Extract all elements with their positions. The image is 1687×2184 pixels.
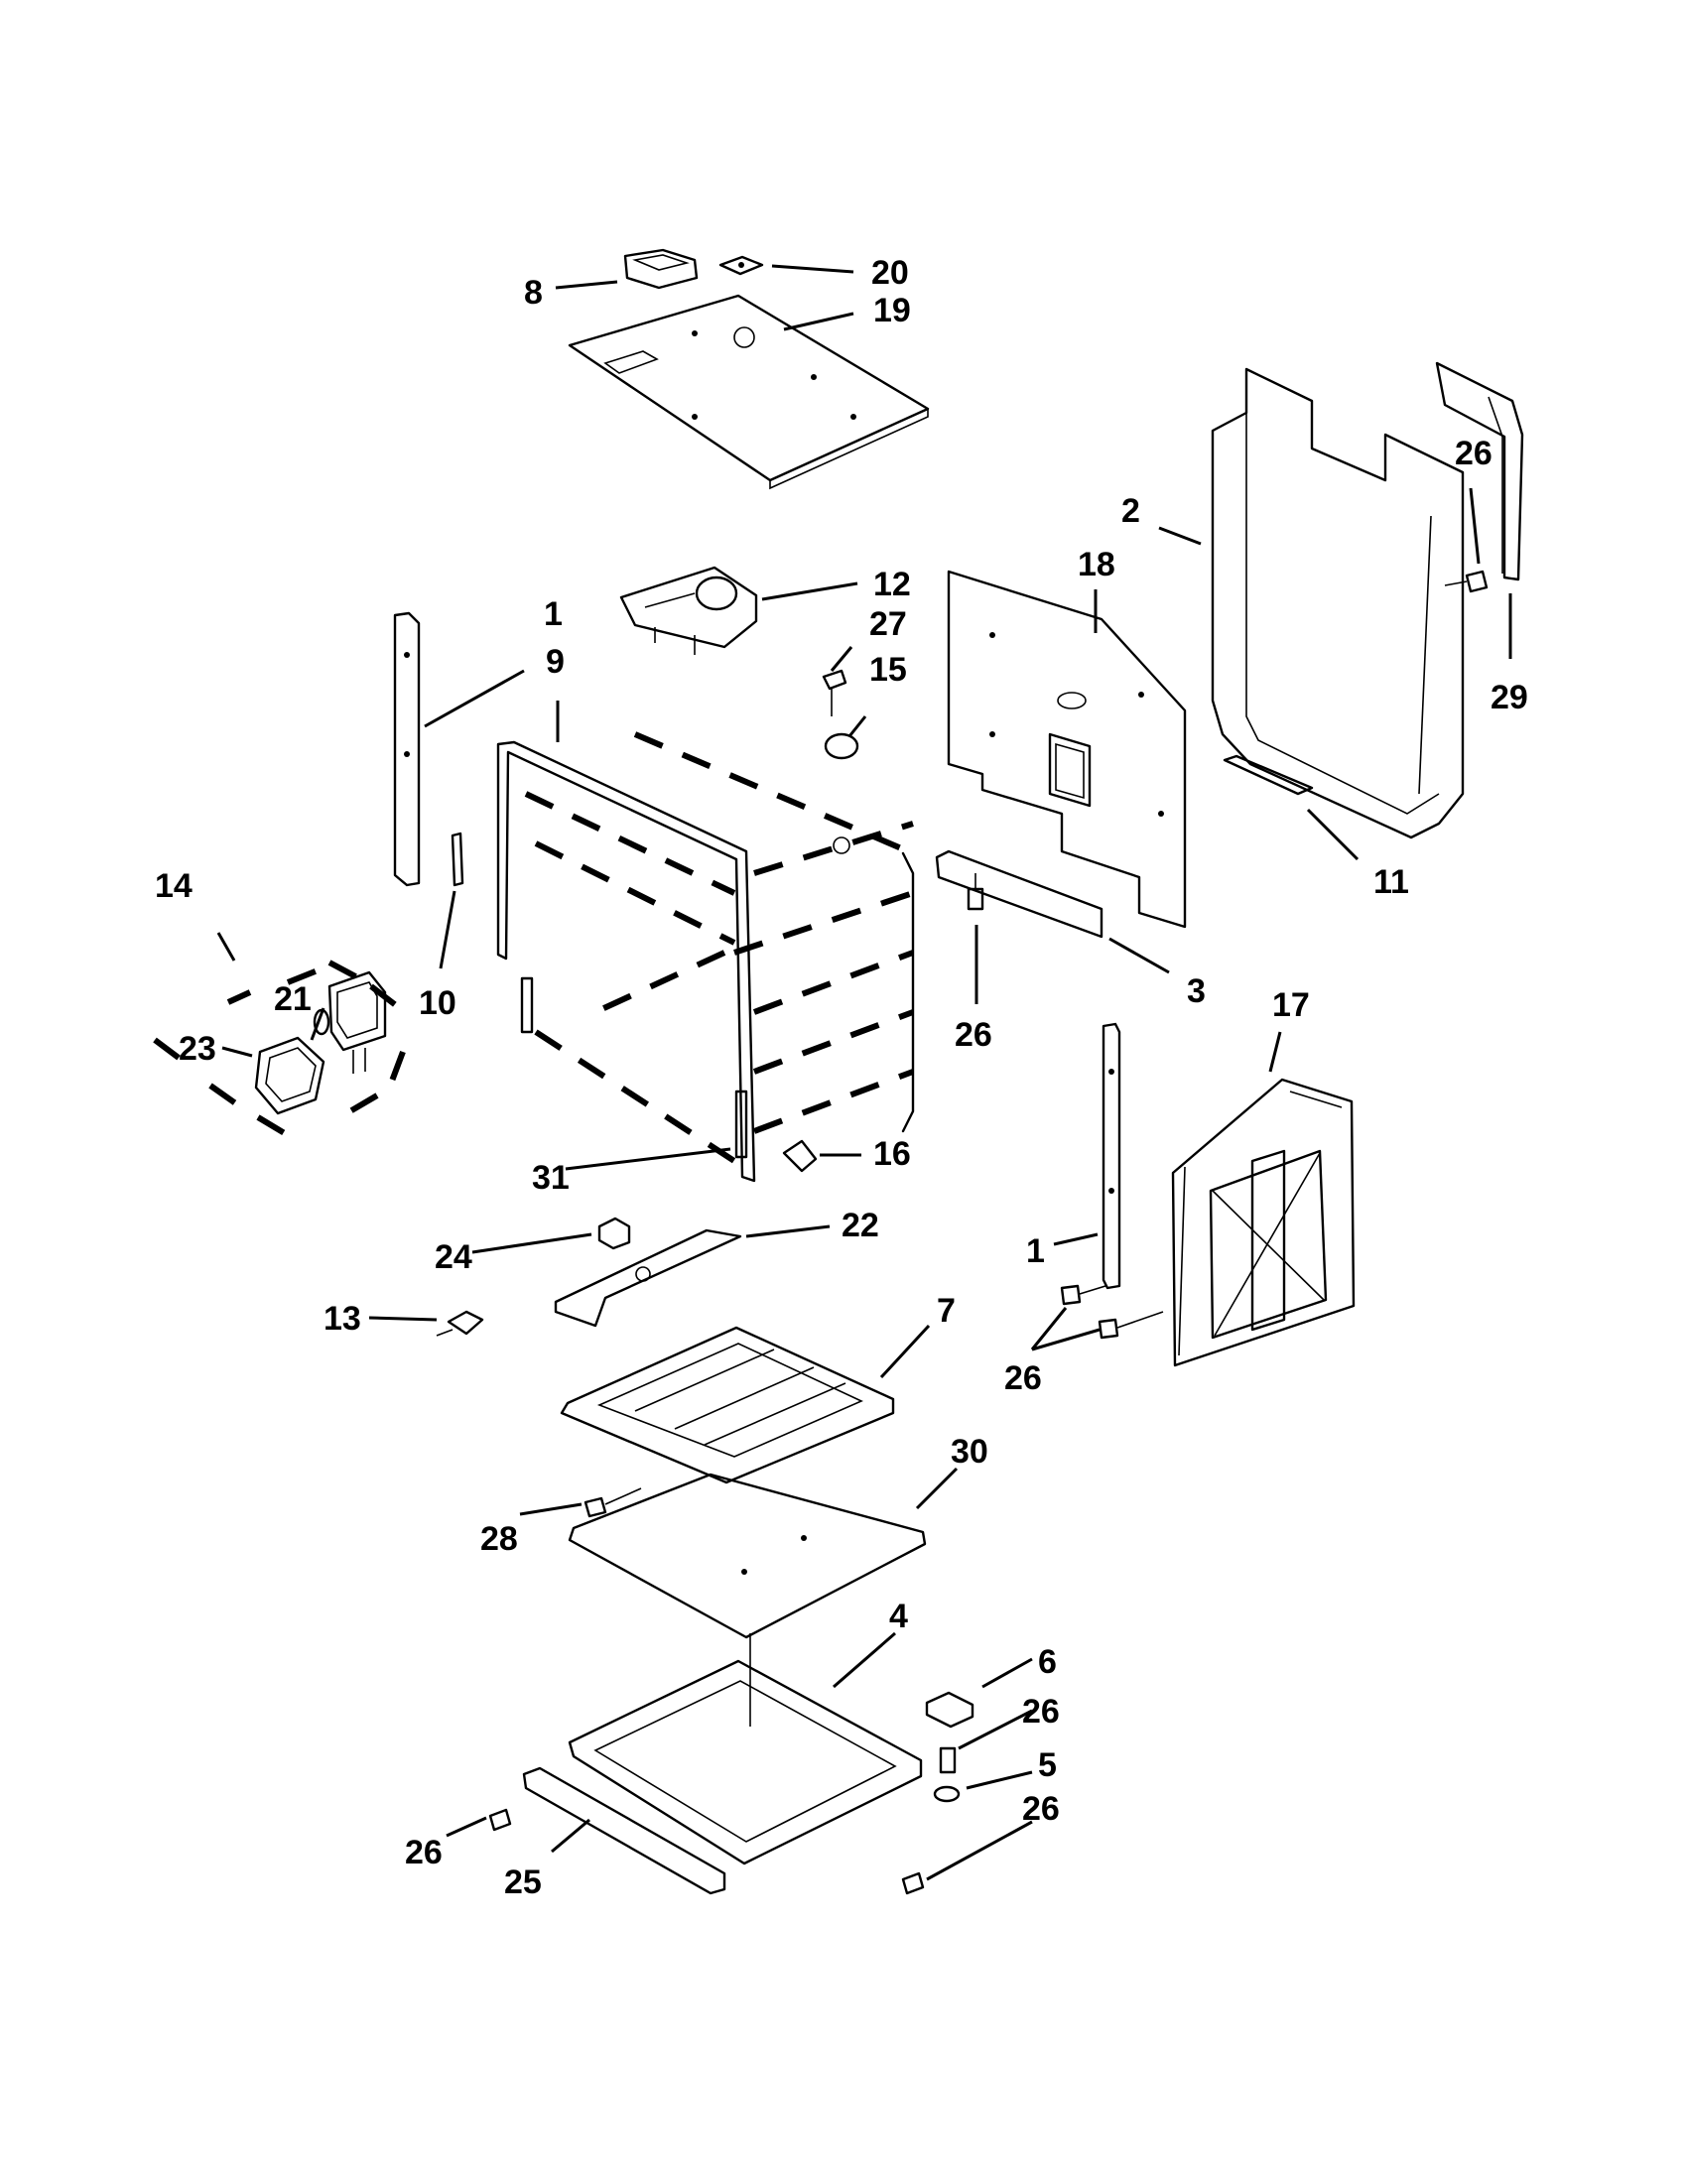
part-18-rear-panel bbox=[947, 570, 1187, 929]
part-7-tray bbox=[560, 1326, 895, 1484]
callout-28: 28 bbox=[480, 1520, 518, 1558]
callout-leader-lines bbox=[216, 264, 1512, 1881]
part-22-cover-plate bbox=[554, 1228, 742, 1328]
part-29-channel bbox=[1435, 361, 1524, 581]
callout-15: 15 bbox=[869, 651, 907, 689]
callout-25: 25 bbox=[504, 1863, 542, 1901]
part-28-screw bbox=[584, 1487, 642, 1518]
part-16-knob bbox=[782, 1139, 818, 1173]
callout-21: 21 bbox=[274, 980, 312, 1018]
callout-3: 3 bbox=[1187, 972, 1206, 1010]
part-26-screw-bottom-b bbox=[488, 1808, 512, 1832]
callout-6: 6 bbox=[1038, 1643, 1057, 1681]
callout-30: 30 bbox=[951, 1433, 988, 1471]
callout-26-rear: 26 bbox=[955, 1016, 992, 1054]
part-17-door-frame bbox=[1171, 1078, 1356, 1367]
part-11-strip bbox=[1223, 754, 1314, 796]
callout-26-door: 26 bbox=[1004, 1359, 1042, 1397]
callout-29: 29 bbox=[1491, 679, 1528, 716]
callout-24: 24 bbox=[435, 1238, 472, 1276]
part-30-bottom-panel bbox=[568, 1473, 927, 1639]
callout-1-right: 1 bbox=[1026, 1232, 1045, 1270]
part-14-kit bbox=[153, 960, 407, 1138]
part-9-oven-cavity bbox=[496, 731, 915, 1183]
callout-22: 22 bbox=[842, 1207, 879, 1244]
callout-26-top-right: 26 bbox=[1455, 435, 1492, 472]
part-27-screw bbox=[822, 669, 847, 716]
callout-13: 13 bbox=[324, 1300, 361, 1338]
callout-26-bracket: 26 bbox=[1022, 1693, 1060, 1731]
callout-12: 12 bbox=[873, 566, 911, 603]
part-24-switch bbox=[597, 1217, 631, 1250]
part-13-sensor bbox=[436, 1310, 484, 1337]
part-5-washer bbox=[933, 1785, 961, 1803]
part-8-vent-bracket bbox=[623, 248, 699, 290]
callout-5: 5 bbox=[1038, 1746, 1057, 1784]
callout-16: 16 bbox=[873, 1135, 911, 1173]
part-6-bracket bbox=[925, 1691, 974, 1729]
part-12-motor-assembly bbox=[619, 566, 758, 655]
callout-18: 18 bbox=[1078, 546, 1115, 583]
part-19-top-panel bbox=[568, 294, 930, 490]
part-23-bezel bbox=[254, 1036, 325, 1115]
part-4-base-frame bbox=[568, 1633, 923, 1865]
callout-11: 11 bbox=[1373, 863, 1409, 901]
part-3-rear-strip bbox=[935, 849, 1103, 939]
callout-26-bottom-right: 26 bbox=[1022, 1790, 1060, 1828]
part-20-small-plate bbox=[718, 255, 764, 276]
part-1-side-strip-left bbox=[393, 611, 421, 887]
part-26-screw-door-b bbox=[1098, 1311, 1164, 1340]
callout-8: 8 bbox=[524, 274, 543, 312]
callout-20: 20 bbox=[871, 254, 909, 292]
part-26-screw-top-right bbox=[1444, 570, 1489, 593]
part-1-side-strip-right bbox=[1102, 1022, 1121, 1290]
callout-10: 10 bbox=[419, 984, 456, 1022]
callout-7: 7 bbox=[937, 1292, 956, 1330]
callout-2: 2 bbox=[1121, 492, 1140, 530]
part-26-screw-rear bbox=[967, 873, 984, 911]
callout-4: 4 bbox=[889, 1598, 908, 1635]
callout-26-bottom-left: 26 bbox=[405, 1834, 443, 1871]
part-26-screw-bottom-a bbox=[939, 1746, 957, 1774]
callout-labels: 8 20 19 26 2 18 12 27 15 29 1 9 11 14 21… bbox=[155, 254, 1528, 1901]
part-26-screw-bottom-c bbox=[901, 1871, 925, 1895]
part-26-screw-door-a bbox=[1060, 1284, 1106, 1306]
callout-1-left: 1 bbox=[544, 595, 563, 633]
part-10-thin-strip bbox=[451, 832, 464, 887]
callout-31: 31 bbox=[532, 1159, 570, 1197]
part-25-rail bbox=[522, 1766, 726, 1895]
callout-27: 27 bbox=[869, 605, 907, 643]
callout-17: 17 bbox=[1272, 986, 1310, 1024]
callout-9: 9 bbox=[546, 643, 565, 681]
callout-19: 19 bbox=[873, 292, 911, 329]
callout-23: 23 bbox=[179, 1030, 216, 1068]
part-2-rear-wrapper bbox=[1211, 367, 1465, 839]
part-14-housing bbox=[327, 970, 387, 1074]
callout-14: 14 bbox=[155, 867, 193, 905]
part-15-light-socket bbox=[824, 732, 859, 760]
